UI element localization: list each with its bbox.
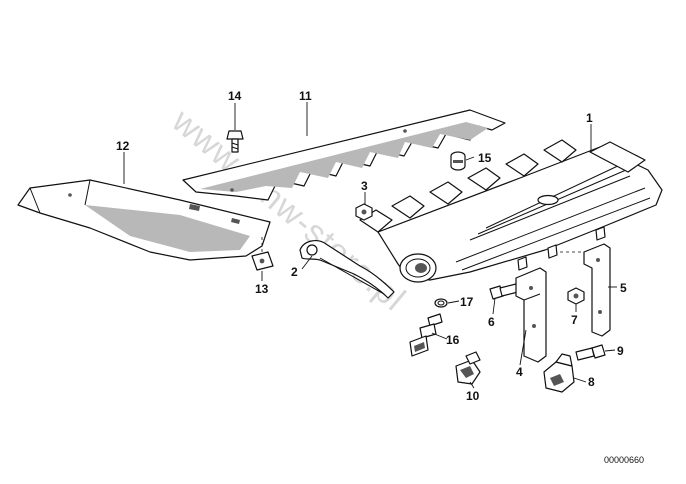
callout-2: 2: [291, 265, 298, 279]
leader-lines: [123, 102, 617, 389]
callout-12: 12: [116, 139, 130, 153]
part-7-nut: [567, 287, 585, 305]
callout-4: 4: [516, 365, 523, 379]
callout-labels: 1 2 3 4 5 6 7 8 9 10 11 12 13 14 15 16 1…: [116, 89, 627, 403]
part-2-gasket-pipe: [299, 240, 395, 299]
part-15-grommet: [450, 151, 466, 171]
callout-7: 7: [571, 313, 578, 327]
callout-16: 16: [446, 333, 460, 347]
part-12-cover-panel: [17, 179, 271, 261]
callout-9: 9: [617, 344, 624, 358]
callout-3: 3: [361, 179, 368, 193]
part-13-clip-nut: [251, 234, 274, 271]
callout-6: 6: [488, 315, 495, 329]
part-10-connector: [455, 351, 481, 385]
callout-8: 8: [588, 375, 595, 389]
part-8-retaining-clip: [543, 353, 575, 393]
part-9-bolt: [575, 344, 606, 361]
part-3-nut: [355, 203, 373, 221]
part-5-bracket: [560, 243, 611, 337]
callout-1: 1: [586, 111, 593, 125]
callout-17: 17: [460, 295, 474, 309]
part-17-o-ring: [434, 298, 448, 308]
callout-13: 13: [255, 282, 269, 296]
part-14-bolt: [226, 130, 244, 153]
part-11-engine-cover: [182, 109, 506, 201]
callout-15: 15: [478, 151, 492, 165]
callout-10: 10: [466, 389, 480, 403]
part-4-bracket: [515, 267, 547, 363]
part-1-intake-manifold: [359, 139, 663, 283]
diagram-reference-number: 00000660: [604, 455, 644, 465]
callout-11: 11: [299, 89, 312, 103]
part-16-temperature-sensor: [409, 313, 443, 357]
callout-14: 14: [228, 89, 242, 103]
callout-5: 5: [620, 281, 627, 295]
